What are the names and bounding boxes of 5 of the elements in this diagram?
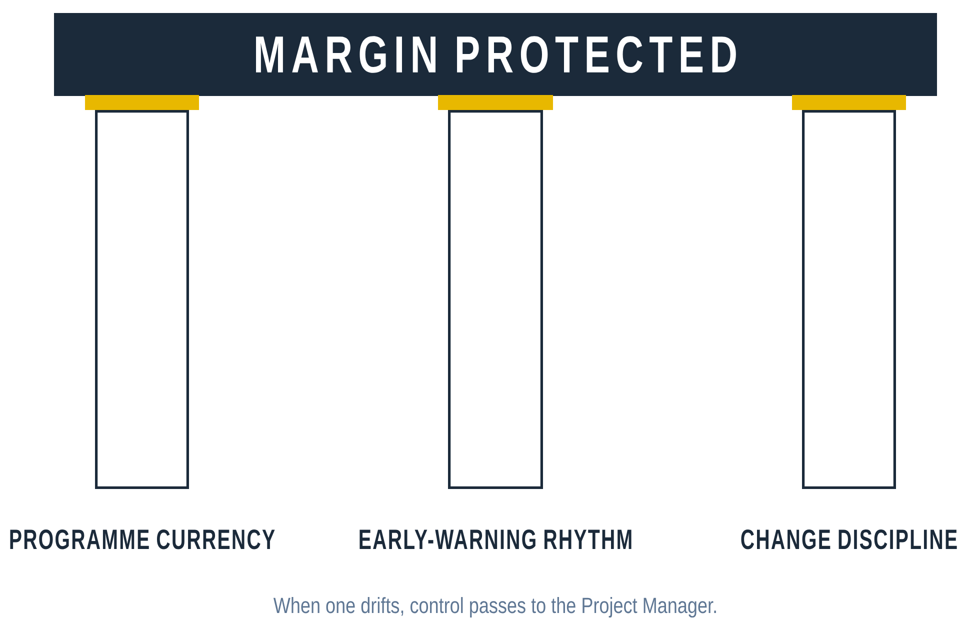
caption-text: When one drifts, control passes to the Project Manager. <box>273 597 716 618</box>
pillar-label: PROGRAMME CURRENCY <box>10 529 275 550</box>
title-banner: MARGIN PROTECTED <box>54 13 937 96</box>
pillar-label: EARLY-WARNING RHYTHM <box>360 529 632 550</box>
pillar-label: CHANGE DISCIPLINE <box>741 529 957 550</box>
